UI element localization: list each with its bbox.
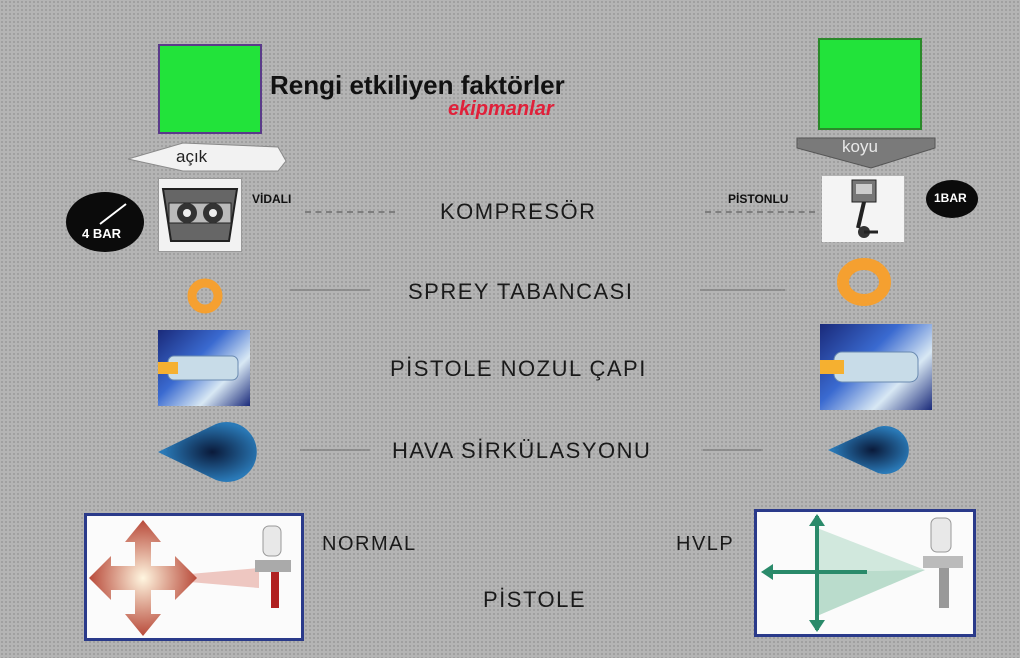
nozzle-image-small — [158, 330, 250, 406]
compressor-right-line — [705, 211, 815, 213]
page-subtitle: ekipmanlar — [448, 98, 554, 120]
piston-compressor-image — [822, 176, 904, 242]
spray-gun-ring-large-icon — [837, 258, 891, 306]
screw-compressor-image — [158, 178, 242, 252]
normal-label: NORMAL — [322, 533, 417, 555]
screw-type-label: VİDALI — [252, 192, 292, 206]
air-drop-left-icon — [158, 422, 257, 482]
dark-color-swatch — [818, 38, 922, 130]
nozzle-large-icon — [820, 351, 919, 383]
right-arrow-icon — [796, 137, 936, 169]
spray-gun-right-line — [700, 289, 785, 291]
right-pressure-label: 1BAR — [934, 191, 967, 205]
piston-compressor-icon — [851, 179, 878, 238]
screw-compressor-icon — [161, 188, 239, 242]
nozzle-image-large — [820, 324, 932, 410]
light-arrow-label: açık — [176, 147, 208, 166]
dark-arrow-label: koyu — [842, 137, 878, 156]
piston-type-label: PİSTONLU — [728, 192, 789, 206]
pressure-gauge-left: 4 BAR — [66, 192, 144, 252]
pressure-gauge-right: 1BAR — [926, 180, 978, 218]
air-drop-right-icon — [828, 426, 909, 474]
normal-pistol-diagram — [84, 513, 304, 641]
spray-gun-ring-small-icon — [187, 278, 223, 314]
hvlp-spray-pattern-icon — [761, 514, 963, 632]
left-arrow-icon — [128, 142, 287, 172]
nozzle-label: PİSTOLE NOZUL ÇAPI — [390, 356, 647, 381]
air-right-line — [703, 449, 763, 451]
nozzle-icon — [158, 355, 239, 381]
compressor-left-line — [305, 211, 395, 213]
spray-gun-label: SPREY TABANCASI — [408, 279, 634, 304]
hvlp-label: HVLP — [676, 533, 735, 555]
pistol-label: PİSTOLE — [483, 587, 587, 612]
air-left-line — [300, 449, 370, 451]
normal-spray-pattern-icon — [89, 520, 291, 636]
compressor-label: KOMPRESÖR — [440, 199, 597, 224]
air-circulation-label: HAVA SİRKÜLASYONU — [392, 438, 652, 463]
light-color-swatch — [158, 44, 262, 134]
hvlp-pistol-diagram — [754, 509, 976, 637]
spray-gun-left-line — [290, 289, 370, 291]
gauge-needle-icon — [99, 203, 127, 225]
left-pressure-label: 4 BAR — [82, 226, 122, 241]
page-title: Rengi etkiliyen faktörler — [270, 70, 565, 100]
